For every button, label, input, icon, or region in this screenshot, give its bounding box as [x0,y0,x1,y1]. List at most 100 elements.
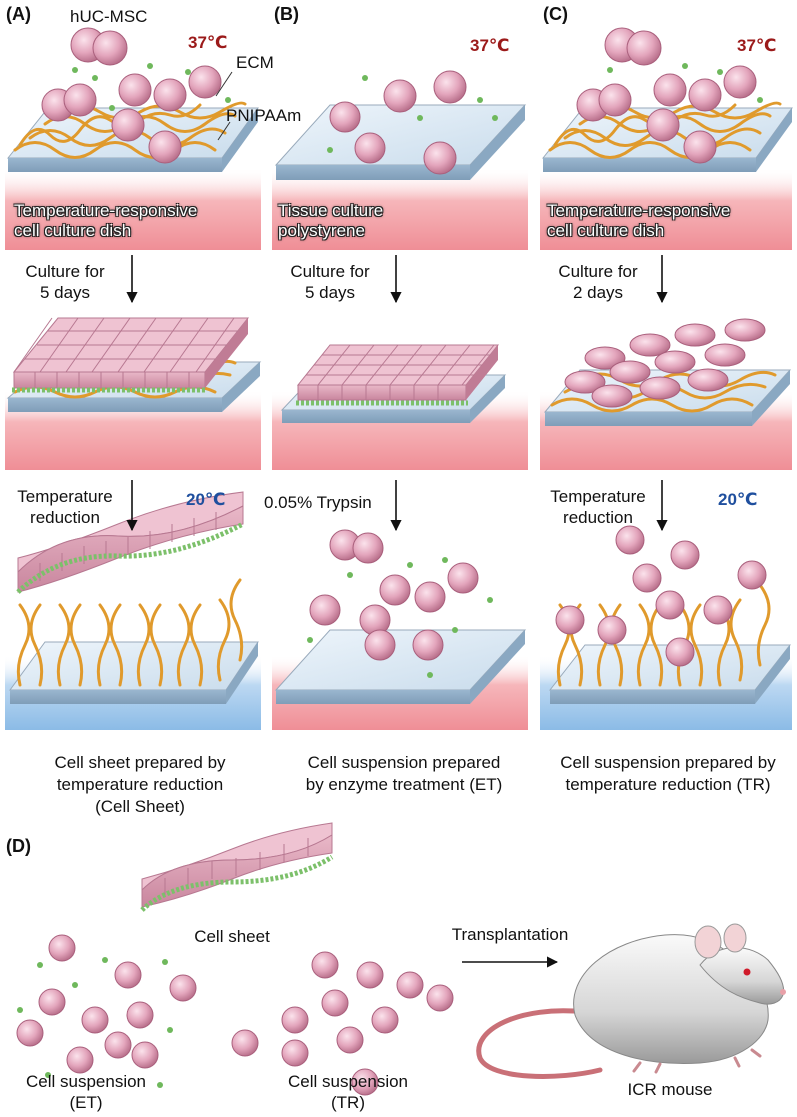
ecm-dot [225,97,231,103]
cell-sheets [12,317,500,912]
mouse-label: ICR mouse [627,1080,713,1099]
flat-cell [564,370,606,394]
pnipaam-leader [217,121,231,141]
cell [383,79,417,113]
cell-sheet-a2 [12,317,250,393]
ecm-dot [185,69,191,75]
dish-a3 [9,641,259,704]
cell [329,101,361,133]
cell [379,574,411,606]
cell [653,73,687,107]
cell [169,974,197,1002]
step2-b: 0.05% Trypsin [264,493,372,512]
cell [321,989,349,1017]
process-arrows [126,255,668,968]
temp-37-a: 37℃ [188,33,228,52]
cell [126,1001,154,1029]
cell [336,1026,364,1054]
mouse-tail [476,1008,603,1079]
ecm-leader [215,71,233,97]
cell [371,1006,399,1034]
dish-label-b-line2: polystyrene [278,221,365,240]
ecm-dot [682,63,688,69]
cell [16,1019,44,1047]
flat-cell [687,368,729,392]
ecm-dot [417,115,423,121]
ecm-dot [167,1027,173,1033]
dish-label-c-line1: Temperature-responsive [547,201,731,220]
cell [626,30,662,66]
mouse-ear [694,925,722,959]
cell [447,562,479,594]
cell [683,130,717,164]
cell [632,563,662,593]
temp-37-c: 37℃ [737,36,777,55]
panel-d-label: (D) [6,836,31,856]
result-c-line2: temperature reduction (TR) [565,775,771,794]
temp-37-b: 37℃ [470,36,510,55]
ecm-dot [102,957,108,963]
ecm-dot [72,67,78,73]
ecm-dot [157,1082,163,1088]
panel-b-label: (B) [274,4,299,24]
ecm-dot [17,1007,23,1013]
suspension-et-line2: (ET) [69,1093,103,1112]
suspension-tr-line2: (TR) [331,1093,365,1112]
ecm-dot [109,105,115,111]
cell [665,637,695,667]
cell [104,1031,132,1059]
result-c-line1: Cell suspension prepared by [560,753,776,772]
cell [352,532,384,564]
warm-band-c1 [540,168,792,250]
cell [66,1046,94,1074]
cell [153,78,187,112]
ecm-dot [92,75,98,81]
cell [598,83,632,117]
cell [703,595,733,625]
cell [351,1068,379,1096]
cell [426,984,454,1012]
dish-label-a-line1: Temperature-responsive [14,201,198,220]
mouse-eye [743,968,751,976]
flat-cell [609,360,651,384]
transplantation-label: Transplantation [451,925,569,944]
cell [356,961,384,989]
dish-b3 [274,629,527,704]
cell [412,629,444,661]
cell [131,1041,159,1069]
temp-20-c: 20℃ [718,490,758,509]
step2-a-line1: Temperature [17,487,113,506]
step1-a-line2: 5 days [39,283,91,302]
flat-cell [584,346,626,370]
flat-cell [654,350,696,374]
cell [396,971,424,999]
dish-label-b-line1: Tissue culture [278,201,384,220]
cell-sheet-d [140,822,334,912]
cell [63,83,97,117]
cell [737,560,767,590]
cell [48,934,76,962]
pnipaam-label: PNIPAAm [226,106,302,125]
flat-cell [724,318,766,342]
ecm-dot [407,562,413,568]
cell [646,108,680,142]
label-leaders [215,71,233,141]
cell [309,594,341,626]
ecm-dot [452,627,458,633]
ecm-dot [37,962,43,968]
ecm-dot [427,672,433,678]
step2-c-line2: reduction [563,508,633,527]
cell-sheet-label: Cell sheet [194,927,270,946]
mouse-illustration [476,923,786,1079]
ecm-dot [492,115,498,121]
step1-a-line1: Culture for [25,262,105,281]
cell-type-label: hUC-MSC [70,7,148,26]
flat-cell [629,333,671,357]
cell [615,525,645,555]
ecm-dot [607,67,613,73]
cell [670,540,700,570]
flat-cell [704,343,746,367]
result-b-line2: by enzyme treatment (ET) [305,775,503,794]
cell-sheet-a3-detaching [16,491,245,594]
